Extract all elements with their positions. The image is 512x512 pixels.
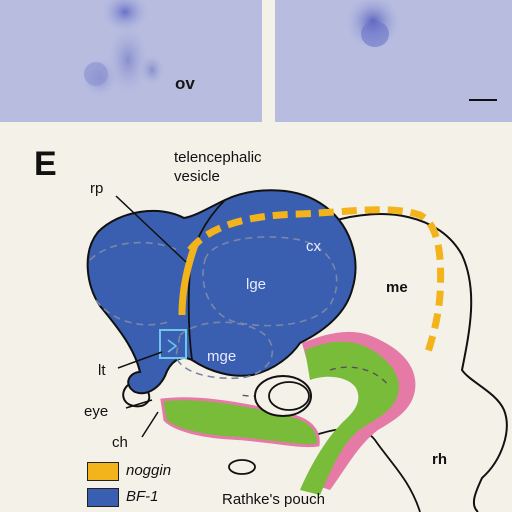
ch-label: ch xyxy=(112,434,128,451)
eye-leader xyxy=(125,399,153,409)
green-band xyxy=(300,341,399,495)
telencephalic-label: telencephalic xyxy=(174,149,262,166)
eye-label: eye xyxy=(84,403,108,420)
green-floor xyxy=(160,397,320,448)
me-label: me xyxy=(386,279,408,296)
legend-label-bf1: BF-1 xyxy=(126,488,159,505)
mge-label: mge xyxy=(207,348,236,365)
ov-label: ov xyxy=(175,74,195,93)
left-vesicle-boundary xyxy=(89,241,179,326)
lt-leader xyxy=(117,351,163,369)
vesicle-label: vesicle xyxy=(174,168,220,185)
lt-box xyxy=(159,329,187,359)
rp-label: rp xyxy=(90,180,103,197)
panel-letter-e: E xyxy=(34,145,57,183)
lt-box-mark xyxy=(167,339,178,353)
ch-leader xyxy=(141,411,159,438)
photo-panel-left: ov xyxy=(0,0,262,122)
lge-label: lge xyxy=(246,276,266,293)
embryo-photo-left xyxy=(80,0,166,100)
cx-label: cx xyxy=(306,238,322,255)
rh-label: rh xyxy=(432,451,447,468)
photo-panel-right xyxy=(275,0,512,122)
noggin-roof-plate xyxy=(178,243,199,316)
ventral-outline xyxy=(299,427,421,512)
legend-label-noggin: noggin xyxy=(126,462,172,479)
embryo-photo-right xyxy=(343,0,403,52)
lge-boundary xyxy=(202,236,338,327)
legend-swatch-noggin xyxy=(87,462,119,481)
legend-swatch-bf1 xyxy=(87,488,119,507)
rp-leader xyxy=(115,195,187,263)
lt-label: lt xyxy=(98,362,106,379)
rathkes-pouch xyxy=(228,459,256,475)
scale-bar xyxy=(469,99,497,101)
rathkes-pouch-label: Rathke's pouch xyxy=(222,491,325,508)
eye-cup-inner xyxy=(268,381,310,411)
